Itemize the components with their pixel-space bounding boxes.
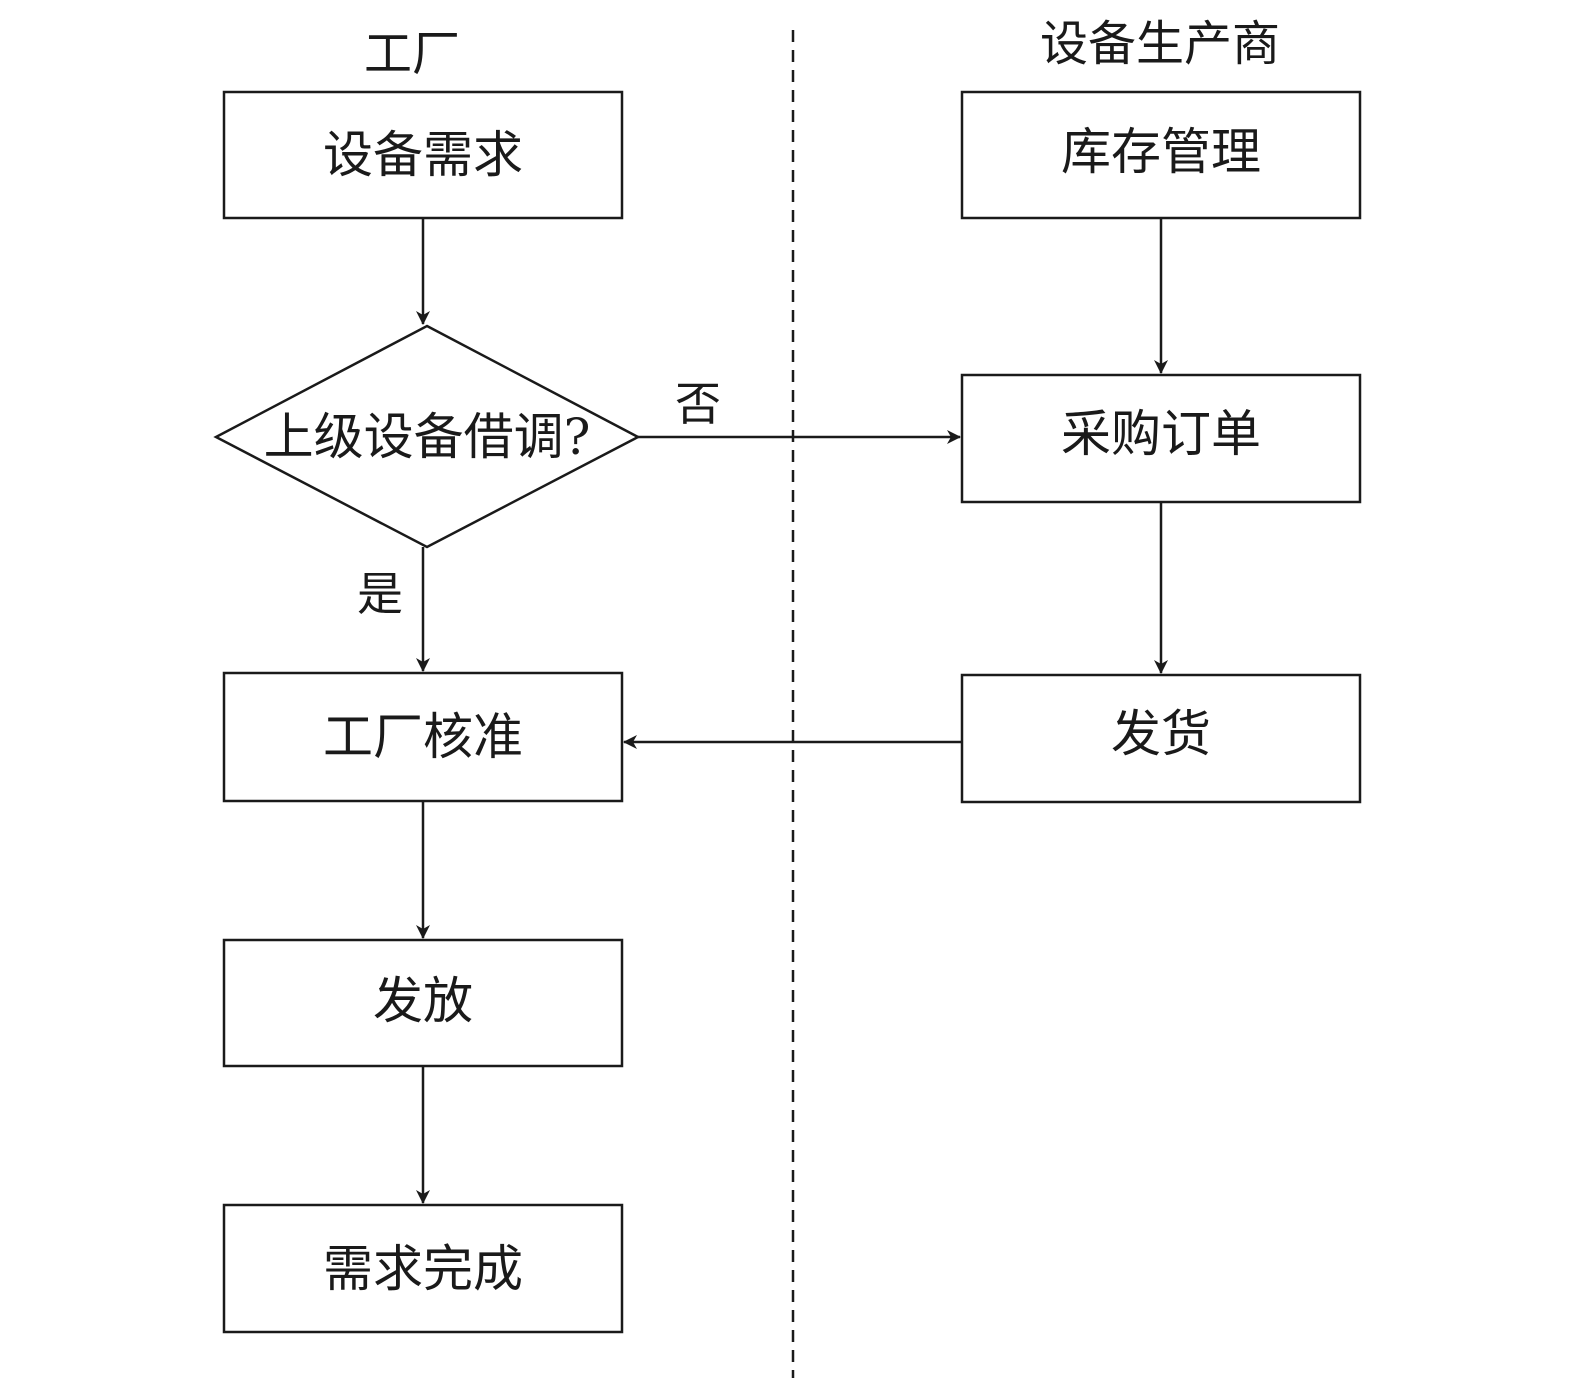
node-transfer-decision: 上级设备借调?	[213, 324, 641, 549]
lane-title-manufacturer: 设备生产商	[1040, 16, 1280, 72]
node-ship-label: 发货	[1111, 705, 1211, 763]
node-transfer-decision-label: 上级设备借调?	[264, 408, 591, 466]
edge-label-no: 否	[675, 377, 721, 431]
node-equipment-demand-label: 设备需求	[323, 126, 523, 184]
node-inventory-management-label: 库存管理	[1061, 123, 1261, 181]
node-distribute-label: 发放	[373, 972, 473, 1030]
node-factory-approval-label: 工厂核准	[323, 708, 523, 766]
node-purchase-order-label: 采购订单	[1061, 405, 1261, 463]
node-ship: 发货	[960, 673, 1362, 804]
node-inventory-management: 库存管理	[960, 90, 1362, 220]
node-distribute: 发放	[222, 938, 624, 1068]
lane-title-factory: 工厂	[364, 26, 460, 82]
node-purchase-order: 采购订单	[960, 373, 1362, 504]
edge-label-yes: 是	[357, 567, 403, 621]
node-equipment-demand: 设备需求	[222, 90, 624, 220]
node-factory-approval: 工厂核准	[222, 671, 624, 803]
node-demand-complete-label: 需求完成	[323, 1240, 523, 1298]
node-demand-complete: 需求完成	[222, 1203, 624, 1334]
